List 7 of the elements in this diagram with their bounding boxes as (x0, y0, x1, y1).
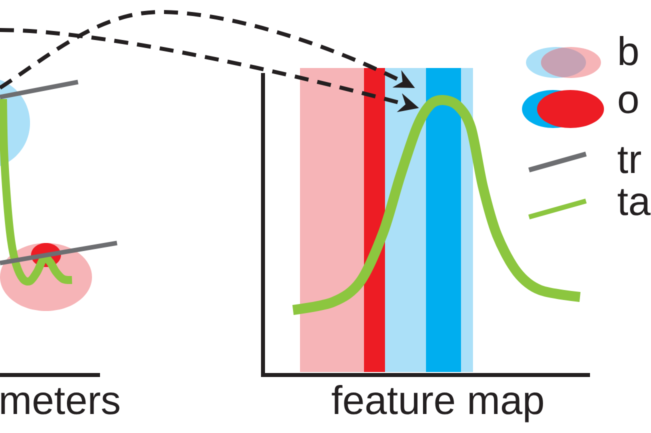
axis-label: feature map (332, 385, 543, 422)
legend-label: tr (618, 147, 641, 174)
legend-label: o (618, 91, 638, 114)
legend-label: ta (618, 189, 651, 216)
curve (292, 95, 581, 315)
legend-label: b (620, 36, 638, 66)
axis-label: meters (1, 388, 120, 414)
